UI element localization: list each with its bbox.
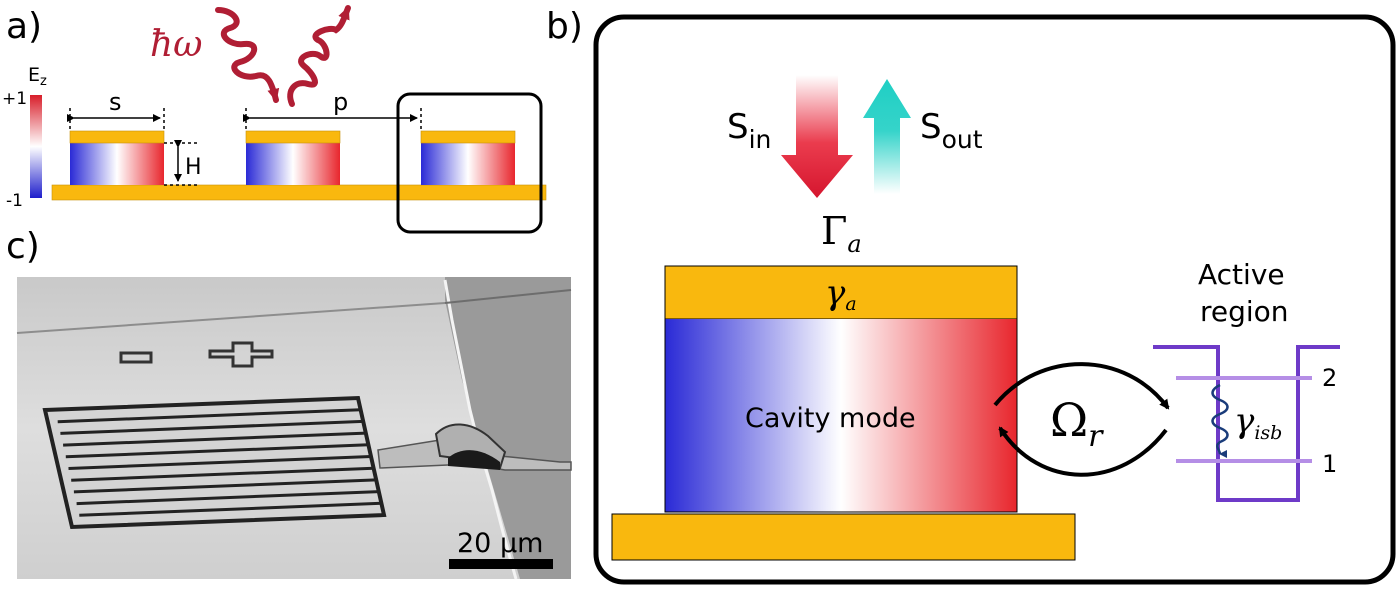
rabi-frequency-label: Ωr (1050, 393, 1104, 454)
bottom-ground-plane (611, 513, 1076, 561)
dim-s-label: s (109, 88, 122, 116)
grating-line (79, 501, 382, 517)
colorbar: Ez +1 -1 (2, 64, 47, 211)
coupling-arrow-lower (998, 426, 1168, 477)
colorbar-gradient (30, 95, 42, 198)
patch-3-metal (420, 130, 516, 144)
s-out-arrow (863, 79, 911, 194)
sem-image: 20 µm (16, 277, 572, 580)
cavity-mode-label: Cavity mode (745, 403, 916, 434)
panel-a: a) Ez +1 -1 ħω s p (2, 5, 547, 234)
ground-plane (51, 184, 547, 201)
patch-3-dielectric (421, 142, 515, 185)
colorbar-max: +1 (2, 89, 27, 109)
sem-top-edge-2 (444, 289, 572, 304)
photon-energy-label: ħω (150, 24, 203, 65)
patch-1-metal (69, 130, 165, 144)
panel-b: b) Sin Sout Γa γa Cavity mode Ωr Active … (546, 6, 1396, 585)
subband-level-1-label: 1 (1322, 450, 1337, 478)
outgoing-photon-arrow (287, 5, 351, 107)
isb-decay-arrow (1211, 383, 1229, 458)
patch-1-dielectric (70, 142, 164, 185)
unit-cell-box (396, 92, 543, 234)
alignment-mark-plus (208, 341, 274, 368)
cavity-dielectric (665, 319, 1017, 512)
coupling-arrow-upper (993, 362, 1170, 410)
panel-a-label: a) (6, 6, 42, 47)
incoming-photon-arrow (215, 7, 280, 103)
colorbar-title: Ez (28, 64, 47, 89)
s-in-arrow (781, 75, 853, 198)
grating-line (60, 419, 364, 435)
sem-dark-region (445, 277, 571, 579)
grating-line (68, 455, 372, 470)
grating-line (76, 490, 379, 506)
sem-top-edge (16, 302, 446, 334)
absorption-loss-label: γa (825, 273, 857, 315)
grating-line (57, 408, 361, 424)
scale-bar-label: 20 µm (457, 528, 543, 559)
colorbar-min: -1 (6, 191, 23, 211)
isb-decay-label: γisb (1234, 401, 1282, 444)
s-in-label: Sin (727, 107, 771, 154)
cavity-outline (664, 265, 1018, 513)
top-metal-patch (664, 265, 1018, 320)
grating-line (73, 478, 377, 494)
patch-2-dielectric (246, 142, 340, 185)
active-region-title-line1: Active (1198, 258, 1285, 291)
grating-line (63, 431, 366, 447)
panel-c: c) 20 µm (6, 226, 572, 580)
panel-b-label: b) (546, 6, 583, 47)
grating-line (65, 443, 369, 459)
sem-bond-shadow (448, 450, 500, 470)
subband-level-2-label: 2 (1322, 364, 1337, 392)
radiative-loss-label: Γa (821, 209, 862, 258)
dim-h-label: H (185, 155, 202, 180)
alignment-mark-minus (119, 351, 153, 364)
panel-c-label: c) (6, 226, 40, 267)
s-out-label: Sout (920, 107, 983, 154)
sem-grating (42, 395, 387, 530)
quantum-well (1153, 345, 1340, 502)
patch-2-metal (245, 130, 341, 144)
active-region-title-line2: region (1200, 295, 1289, 328)
panel-b-frame (593, 14, 1396, 585)
dim-p-label: p (333, 88, 348, 116)
grating-line (71, 466, 374, 482)
